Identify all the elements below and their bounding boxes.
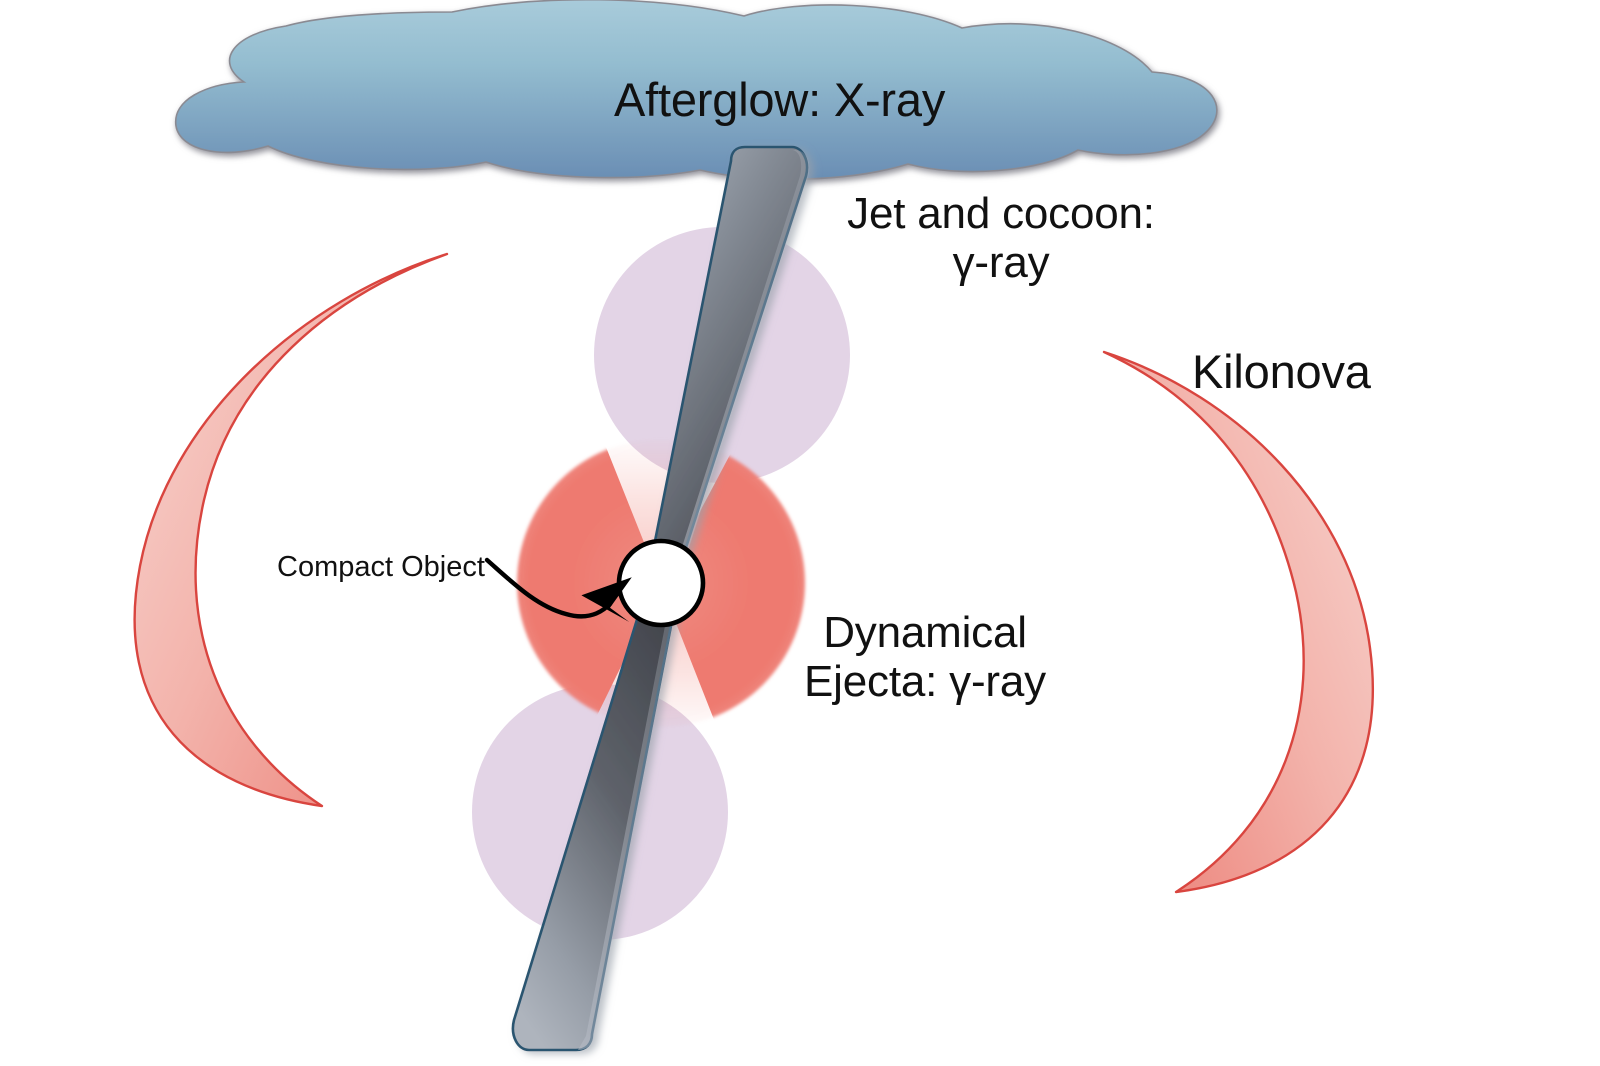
label-dynamical-ejecta-line1: Dynamical xyxy=(823,608,1027,657)
kilonova-left-crescent xyxy=(133,252,449,808)
label-jet-and-cocoon: Jet and cocoon:γ-ray xyxy=(818,189,1184,288)
label-afterglow-xray: Afterglow: X-ray xyxy=(614,73,946,126)
kilonova-right-crescent xyxy=(1102,350,1375,894)
compact-object xyxy=(616,538,706,628)
label-jet-and-cocoon-line1: Jet and cocoon: xyxy=(847,189,1155,238)
label-dynamical-ejecta-line2: Ejecta: γ-ray xyxy=(804,657,1046,707)
label-jet-and-cocoon-line2: γ-ray xyxy=(952,238,1050,288)
compact-object-pointer-arrow xyxy=(484,557,632,623)
afterglow-cloud xyxy=(175,0,1218,180)
label-compact-object: Compact Object xyxy=(277,551,485,583)
label-kilonova: Kilonova xyxy=(1192,345,1371,398)
